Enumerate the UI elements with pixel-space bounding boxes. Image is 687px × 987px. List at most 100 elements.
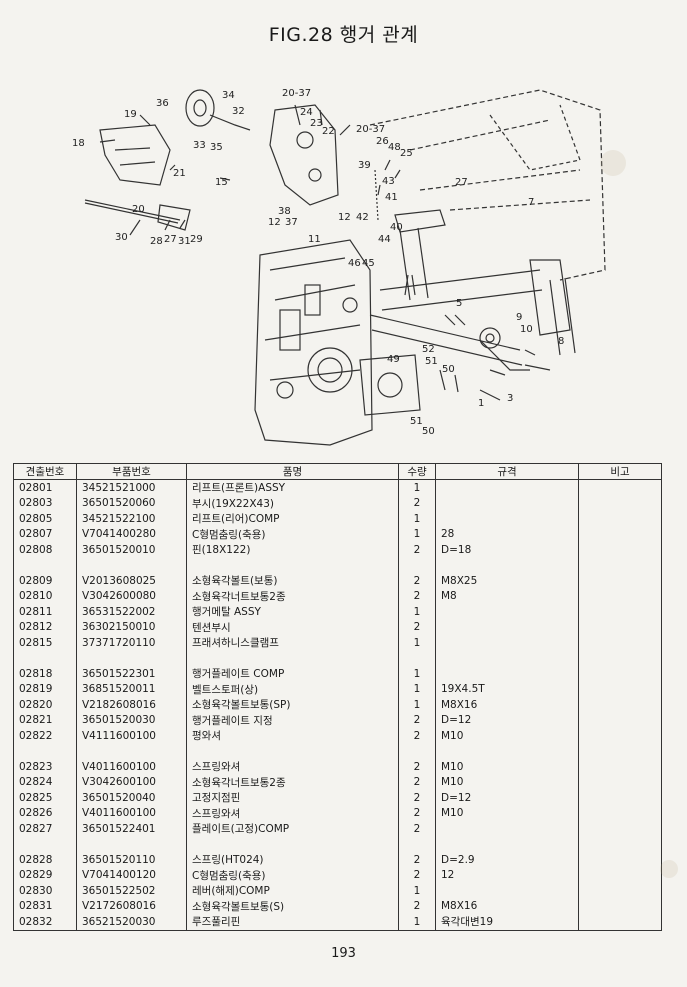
- part-no-cell: 36851520011: [76, 681, 187, 697]
- remarks-cell: [578, 774, 662, 790]
- callout-label: 36: [156, 98, 169, 109]
- header-spec: 규격: [435, 463, 579, 480]
- callout-label: 20-37: [282, 88, 311, 99]
- quantity-cell: 1: [398, 883, 436, 899]
- quantity-cell: 1: [398, 914, 436, 931]
- callout-label: 24: [300, 107, 313, 118]
- callout-label: 8: [558, 336, 564, 347]
- ref-no-cell: 02826: [13, 805, 77, 821]
- quantity-cell: 1: [398, 635, 436, 651]
- empty-cell: [76, 836, 187, 852]
- part-no-cell: 36501520040: [76, 790, 187, 806]
- ref-no-cell: 02831: [13, 898, 77, 914]
- spec-cell: 28: [435, 526, 579, 542]
- callout-label: 51: [410, 416, 423, 427]
- spec-cell: 12: [435, 867, 579, 883]
- table-spacer-row: [13, 557, 662, 573]
- part-name-cell: 리프트(리어)COMP: [186, 511, 399, 527]
- empty-cell: [398, 743, 436, 759]
- callout-label: 7: [528, 197, 534, 208]
- empty-cell: [76, 743, 187, 759]
- callout-label: 39: [358, 160, 371, 171]
- callout-label: 29: [190, 234, 203, 245]
- callout-label: 1: [478, 398, 484, 409]
- callout-label: 35: [210, 142, 223, 153]
- remarks-cell: [578, 526, 662, 542]
- part-name-cell: C형멈춤링(축용): [186, 526, 399, 542]
- part-no-cell: 36501522401: [76, 821, 187, 837]
- callout-label: 23: [310, 118, 323, 129]
- part-name-cell: 스프링와셔: [186, 759, 399, 775]
- callout-label: 41: [385, 192, 398, 203]
- quantity-cell: 1: [398, 526, 436, 542]
- spec-cell: [435, 883, 579, 899]
- spec-cell: M8X25: [435, 573, 579, 589]
- ref-no-cell: 02801: [13, 479, 77, 496]
- table-spacer-row: [13, 650, 662, 666]
- part-no-cell: V2182608016: [76, 697, 187, 713]
- empty-cell: [578, 557, 662, 573]
- ref-no-cell: 02822: [13, 728, 77, 744]
- callout-label: 33: [193, 140, 206, 151]
- quantity-cell: 2: [398, 898, 436, 914]
- remarks-cell: [578, 573, 662, 589]
- callout-label: 21: [173, 168, 186, 179]
- callout-label: 46: [348, 258, 361, 269]
- callout-label: 20-37: [356, 124, 385, 135]
- empty-cell: [578, 836, 662, 852]
- ref-no-cell: 02811: [13, 604, 77, 620]
- remarks-cell: [578, 867, 662, 883]
- empty-cell: [76, 557, 187, 573]
- exploded-parts-diagram: 36 34 32 33 35 19 18 21 15 20 30 28 27 3…: [60, 70, 620, 450]
- callout-label: 27: [455, 177, 468, 188]
- quantity-cell: 2: [398, 542, 436, 558]
- part-name-cell: 레버(해제)COMP: [186, 883, 399, 899]
- remarks-cell: [578, 542, 662, 558]
- header-part-name: 품명: [186, 463, 399, 480]
- spec-cell: [435, 479, 579, 496]
- remarks-cell: [578, 511, 662, 527]
- ref-no-cell: 02821: [13, 712, 77, 728]
- quantity-cell: 2: [398, 588, 436, 604]
- callout-label: 18: [72, 138, 85, 149]
- part-no-cell: 36501520110: [76, 852, 187, 868]
- callout-label: 32: [232, 106, 245, 117]
- part-name-cell: 고정지점핀: [186, 790, 399, 806]
- ref-no-cell: 02803: [13, 495, 77, 511]
- remarks-cell: [578, 790, 662, 806]
- ref-no-cell: 02824: [13, 774, 77, 790]
- remarks-cell: [578, 588, 662, 604]
- spec-cell: D=12: [435, 712, 579, 728]
- empty-cell: [13, 836, 77, 852]
- empty-cell: [186, 836, 399, 852]
- callout-label: 40: [390, 222, 403, 233]
- part-name-cell: 평와셔: [186, 728, 399, 744]
- quantity-cell: 2: [398, 573, 436, 589]
- callout-label: 34: [222, 90, 235, 101]
- empty-cell: [435, 743, 579, 759]
- ref-no-cell: 02807: [13, 526, 77, 542]
- ref-no-cell: 02812: [13, 619, 77, 635]
- callout-label: 12: [338, 212, 351, 223]
- spec-cell: 육각대변19: [435, 914, 579, 931]
- table-spacer-row: [13, 836, 662, 852]
- table-header-row: 견출번호 부품번호 품명 수량 규격 비고: [13, 463, 662, 480]
- ref-no-cell: 02830: [13, 883, 77, 899]
- ref-no-cell: 02805: [13, 511, 77, 527]
- spec-cell: M8: [435, 588, 579, 604]
